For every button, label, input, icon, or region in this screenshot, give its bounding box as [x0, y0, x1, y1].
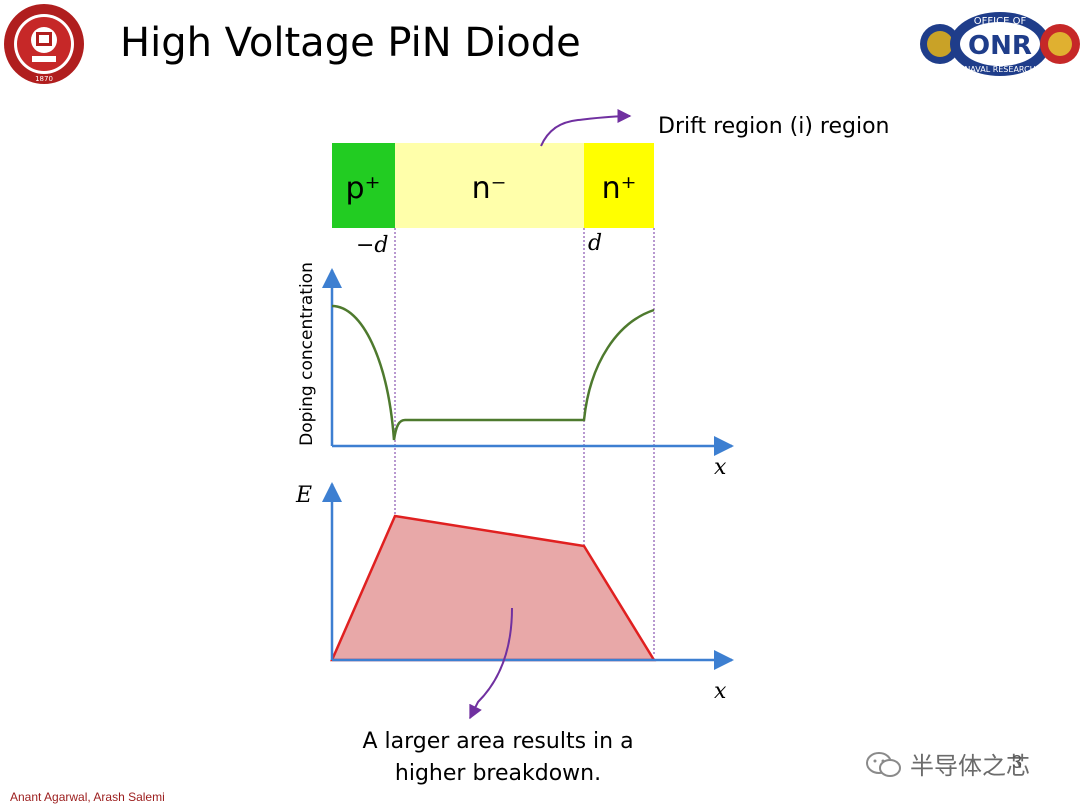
page-number: 3 — [1012, 752, 1023, 772]
field-axis-label: E — [295, 483, 312, 508]
doping-profile-curve — [331, 304, 655, 441]
footer-authors: Anant Agarwal, Arash Salemi — [10, 790, 165, 804]
onr-bottom-text: NAVAL RESEARCH — [964, 65, 1035, 74]
n-plus-label: n⁺ — [602, 171, 637, 206]
seal-year: 1870 — [35, 75, 53, 83]
drift-region-arrow — [540, 109, 632, 147]
n-minus-region — [395, 143, 584, 228]
onr-logo-icon: OFFICE OF ONR NAVAL RESEARCH — [920, 12, 1080, 76]
position-d: d — [588, 231, 602, 256]
p-plus-label: p⁺ — [346, 171, 381, 206]
onr-mark: ONR — [968, 31, 1032, 61]
ohio-state-seal-icon: 1870 — [4, 4, 84, 84]
n-minus-label: n⁻ — [472, 171, 507, 206]
wechat-icon — [866, 752, 901, 777]
drift-region-label: Drift region (i) region — [658, 114, 890, 139]
p-plus-region — [332, 143, 395, 228]
watermark-text: 半导体之芯 — [910, 752, 1030, 780]
doping-axis-label: Doping concentration — [297, 262, 317, 446]
onr-top-text: OFFICE OF — [974, 16, 1027, 27]
caption-line-1: A larger area results in a — [362, 729, 634, 754]
area-caption: A larger area results in a higher breakd… — [340, 726, 656, 790]
field-x-label: x — [714, 679, 727, 704]
page-title: High Voltage PiN Diode — [120, 20, 581, 66]
electric-field-area — [330, 514, 657, 662]
doping-x-label: x — [714, 455, 727, 480]
n-plus-region — [584, 143, 654, 228]
position-minus-d: −d — [356, 233, 389, 258]
caption-line-2: higher breakdown. — [394, 761, 602, 786]
area-caption-arrow — [469, 607, 513, 720]
